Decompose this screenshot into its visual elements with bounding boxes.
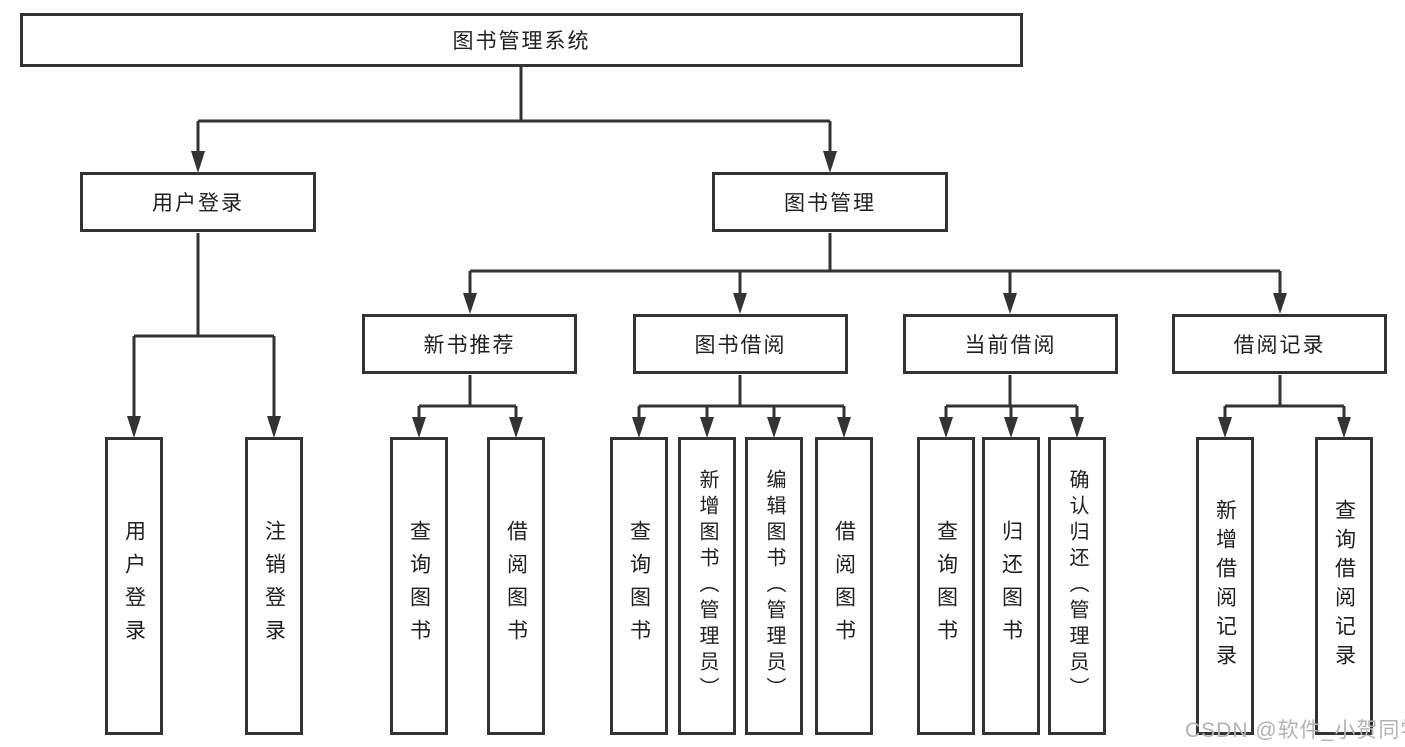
- watermark: CSDN @软件_小贺同学: [1185, 719, 1405, 742]
- node-label: 用户登录: [122, 520, 146, 652]
- connector-root-to-level2: [191, 67, 837, 173]
- node-label: 新增借阅记录: [1213, 499, 1237, 673]
- node-leaf-edit-books-admin: 编辑图书（管理员）: [745, 437, 803, 735]
- node-label: 图书借阅: [694, 334, 787, 357]
- node-label: 确认归还（管理员）: [1066, 469, 1088, 703]
- node-leaf-query-borrow-record: 查询借阅记录: [1315, 437, 1373, 735]
- connector-user-login-to-leaves: [127, 233, 281, 438]
- node-leaf-add-borrow-record: 新增借阅记录: [1196, 437, 1254, 735]
- node-leaf-borrow-books-recommend: 借阅图书: [487, 437, 545, 735]
- node-label: 注销登录: [262, 520, 286, 652]
- node-leaf-user-login: 用户登录: [105, 437, 163, 735]
- node-label: 当前借阅: [964, 334, 1057, 357]
- node-user-login: 用户登录: [80, 172, 316, 232]
- node-label: 查询借阅记录: [1332, 499, 1356, 673]
- node-leaf-return-books: 归还图书: [982, 437, 1040, 735]
- node-leaf-logout: 注销登录: [245, 437, 303, 735]
- node-label: 归还图书: [999, 520, 1023, 652]
- node-leaf-add-books-admin: 新增图书（管理员）: [678, 437, 736, 735]
- node-leaf-query-books-current: 查询图书: [917, 437, 975, 735]
- node-leaf-borrow-books-borrow: 借阅图书: [815, 437, 873, 735]
- node-current-borrow: 当前借阅: [903, 314, 1118, 374]
- node-label: 图书管理: [784, 192, 876, 215]
- node-label: 查询图书: [627, 520, 651, 652]
- node-book-borrow: 图书借阅: [633, 314, 848, 374]
- connector-current-borrow-to-leaves: [939, 375, 1084, 438]
- node-label: 查询图书: [934, 520, 958, 652]
- node-label: 编辑图书（管理员）: [763, 469, 785, 703]
- node-label: 图书管理系统: [452, 30, 591, 53]
- node-label: 借阅图书: [832, 520, 856, 652]
- node-new-book-recommend: 新书推荐: [362, 314, 577, 374]
- node-leaf-query-books-borrow: 查询图书: [610, 437, 668, 735]
- node-label: 查询图书: [407, 520, 431, 652]
- connector-new-book-to-leaves: [412, 375, 523, 438]
- connector-book-borrow-to-leaves: [632, 375, 851, 438]
- node-label: 借阅记录: [1233, 334, 1326, 357]
- node-label: 新书推荐: [423, 334, 516, 357]
- connector-borrow-record-to-leaves: [1218, 375, 1351, 438]
- node-label: 新增图书（管理员）: [696, 469, 718, 703]
- node-leaf-confirm-return-admin: 确认归还（管理员）: [1048, 437, 1106, 735]
- connector-book-mgmt-to-level3: [463, 233, 1287, 314]
- node-root: 图书管理系统: [20, 13, 1023, 67]
- node-label: 用户登录: [152, 192, 244, 215]
- node-label: 借阅图书: [504, 520, 528, 652]
- node-book-management: 图书管理: [712, 172, 948, 232]
- node-leaf-query-books-recommend: 查询图书: [390, 437, 448, 735]
- node-borrow-records: 借阅记录: [1172, 314, 1387, 374]
